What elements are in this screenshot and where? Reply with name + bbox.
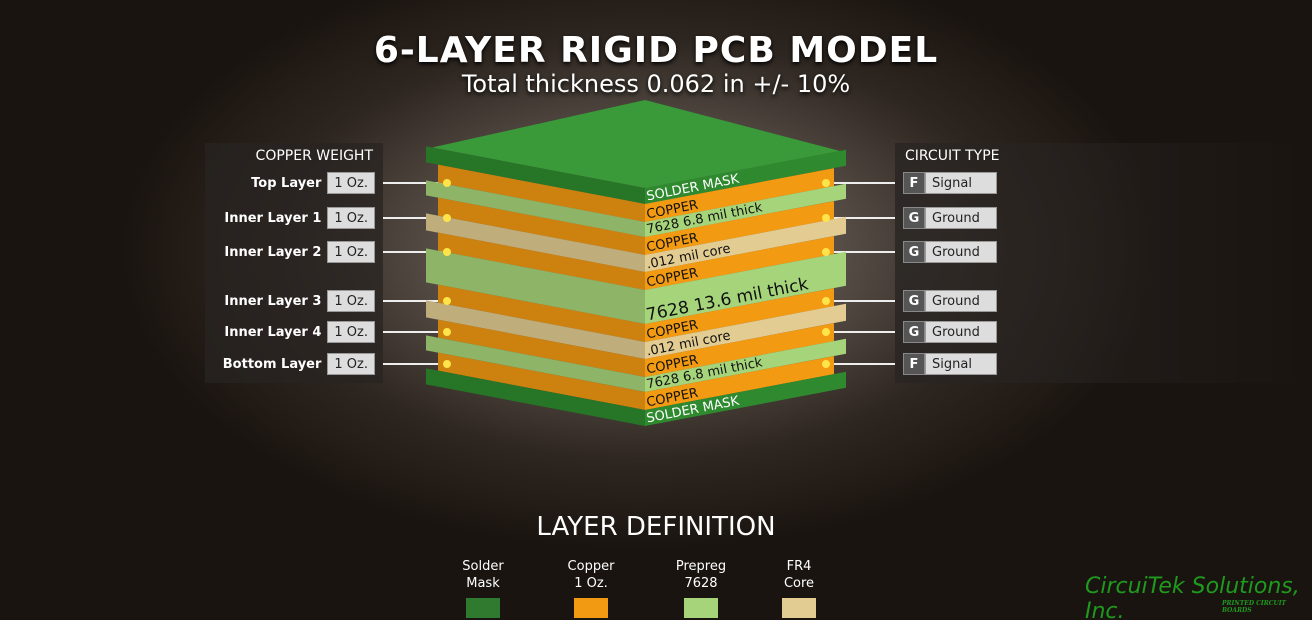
legend-label: Core bbox=[783, 576, 815, 591]
circuit-code-badge: G bbox=[903, 321, 925, 343]
copper-weight-value: 1 Oz. bbox=[327, 353, 375, 375]
legend-label: 1 Oz. bbox=[574, 576, 608, 591]
copper-weight-row: Inner Layer 1 1 Oz. bbox=[224, 207, 375, 229]
copper-weight-value: 1 Oz. bbox=[327, 290, 375, 312]
circuit-code-badge: F bbox=[903, 353, 925, 375]
top-face bbox=[432, 100, 840, 188]
copper-weight-value: 1 Oz. bbox=[327, 241, 375, 263]
legend-swatch bbox=[574, 598, 608, 618]
copper-weight-value: 1 Oz. bbox=[327, 321, 375, 343]
via-dot bbox=[822, 248, 830, 256]
circuit-type-value: Signal bbox=[925, 172, 997, 194]
page-subtitle: Total thickness 0.062 in +/- 10% bbox=[461, 70, 851, 98]
copper-weight-row: Inner Layer 3 1 Oz. bbox=[224, 290, 375, 312]
circuit-type-value: Ground bbox=[925, 290, 997, 312]
layer-name: Top Layer bbox=[251, 175, 322, 191]
via-dot bbox=[443, 179, 451, 187]
legend-item: Copper 1 Oz. bbox=[546, 558, 636, 618]
circuit-type-heading: CIRCUIT TYPE bbox=[905, 148, 1000, 164]
logo: CircuiTek Solutions, Inc. bbox=[1085, 574, 1300, 620]
via-dot bbox=[822, 214, 830, 222]
layer-copper: COPPER bbox=[438, 232, 834, 290]
circuit-type-value: Ground bbox=[925, 241, 997, 263]
circuit-code-badge: F bbox=[903, 172, 925, 194]
copper-weight-row: Inner Layer 4 1 Oz. bbox=[224, 321, 375, 343]
copper-weight-row: Top Layer 1 Oz. bbox=[251, 172, 375, 194]
logo-tagline: PRINTED CIRCUIT BOARDS bbox=[1222, 600, 1286, 614]
copper-weight-value: 1 Oz. bbox=[327, 207, 375, 229]
via-dot bbox=[822, 297, 830, 305]
circuit-type-value: Ground bbox=[925, 321, 997, 343]
via-dot bbox=[822, 179, 830, 187]
circuit-code-badge: G bbox=[903, 207, 925, 229]
legend-label: Copper bbox=[567, 559, 615, 574]
circuit-type-value: Signal bbox=[925, 353, 997, 375]
via-dot bbox=[822, 360, 830, 368]
legend-label: Prepreg bbox=[675, 559, 727, 574]
legend-label: Mask bbox=[466, 576, 500, 591]
legend-label: FR4 bbox=[786, 559, 812, 574]
copper-weight-value: 1 Oz. bbox=[327, 172, 375, 194]
legend-swatch bbox=[684, 598, 718, 618]
legend-swatch bbox=[782, 598, 816, 618]
via-dot bbox=[443, 328, 451, 336]
via-dot bbox=[822, 328, 830, 336]
layer-name: Inner Layer 1 bbox=[224, 210, 322, 226]
legend-label: 7628 bbox=[684, 576, 718, 591]
circuit-type-value: Ground bbox=[925, 207, 997, 229]
copper-weight-row: Bottom Layer 1 Oz. bbox=[223, 353, 375, 375]
copper-weight-heading: COPPER WEIGHT bbox=[255, 148, 373, 164]
circuit-code-badge: G bbox=[903, 241, 925, 263]
layer-name: Inner Layer 4 bbox=[224, 324, 322, 340]
legend-label: Solder bbox=[462, 559, 504, 574]
layer-name: Inner Layer 2 bbox=[224, 244, 322, 260]
via-dot bbox=[443, 360, 451, 368]
via-dot bbox=[443, 214, 451, 222]
page-title: 6-LAYER RIGID PCB MODEL bbox=[373, 30, 939, 71]
copper-weight-row: Inner Layer 2 1 Oz. bbox=[224, 241, 375, 263]
via-dot bbox=[443, 248, 451, 256]
via-dot bbox=[443, 297, 451, 305]
layer-name: Bottom Layer bbox=[222, 356, 322, 372]
legend-swatch bbox=[466, 598, 500, 618]
legend-heading: LAYER DEFINITION bbox=[536, 512, 776, 542]
circuit-code-badge: G bbox=[903, 290, 925, 312]
legend-item: Prepreg 7628 bbox=[656, 558, 746, 618]
layer-name: Inner Layer 3 bbox=[224, 293, 322, 309]
